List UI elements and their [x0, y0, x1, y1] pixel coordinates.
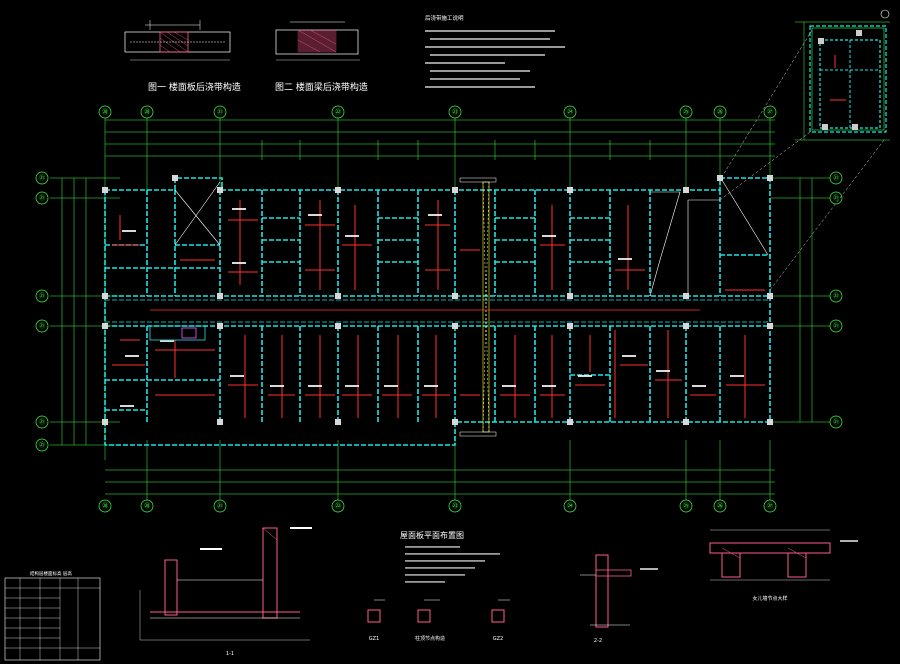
- detail-topright: [719, 9, 890, 291]
- axis-bottom-0: ⑳: [102, 502, 108, 510]
- detail-fig2: 图二 楼面梁后浇带构造: [275, 21, 368, 93]
- axis-left-1: ㉑: [39, 194, 45, 202]
- notes-top: 后浇带施工说明: [425, 14, 565, 88]
- axis-top-0: ⑳: [102, 108, 108, 116]
- axis-left-4: ㉑: [39, 418, 45, 426]
- post-pour-strip: [459, 177, 497, 437]
- detail-caption: 柱顶节点构造: [415, 635, 445, 642]
- axis-left-2: ㉑: [39, 292, 45, 300]
- beam-detail-caption: 女儿墙节点大样: [752, 595, 787, 602]
- floor-plan: ⑳ ⑳ ㉑ ㉒ ㉓ ㉔ ㉕ ㉖ ㉗ ㉑: [35, 105, 843, 513]
- axis-right-0: ㉑: [833, 174, 839, 182]
- axis-left-5: ㉑: [39, 441, 45, 449]
- section-2-label: 2-2: [594, 638, 602, 644]
- beam-detail: 女儿墙节点大样: [709, 529, 858, 602]
- axis-top-6: ㉕: [683, 108, 689, 116]
- gz1-label: GZ1: [369, 636, 379, 642]
- axis-bottom-8: ㉗: [767, 502, 773, 510]
- section-1-label: 1-1: [226, 651, 234, 657]
- axis-bottom-5: ㉔: [567, 502, 573, 510]
- axis-top-7: ㉖: [717, 108, 723, 116]
- fig1-caption: 图一 楼面板后浇带构造: [148, 81, 241, 93]
- axis-top-8: ㉗: [767, 108, 773, 116]
- axis-bottom-3: ㉒: [335, 502, 341, 510]
- detail-fig1: 图一 楼面板后浇带构造: [124, 20, 241, 93]
- axis-bottom-2: ㉑: [217, 502, 223, 510]
- axis-right-2: ㉑: [833, 292, 839, 300]
- axis-left-0: ㉑: [39, 174, 45, 182]
- axis-bottom-1: ⑳: [144, 502, 150, 510]
- axis-right-3: ㉑: [833, 322, 839, 330]
- axis-left-3: ㉑: [39, 322, 45, 330]
- axis-top-5: ㉔: [567, 108, 573, 116]
- axis-bottom-4: ㉓: [452, 502, 458, 510]
- axis-top-3: ㉒: [335, 108, 341, 116]
- axis-right-1: ㉑: [833, 194, 839, 202]
- gz2-label: GZ2: [493, 636, 503, 642]
- notes-heading: 后浇带施工说明: [425, 14, 464, 22]
- table-header: 结构层楼面标高 层高: [30, 570, 72, 577]
- axis-right-4: ㉑: [833, 418, 839, 426]
- notes-bottom-title: 屋面板平面布置图: [400, 530, 464, 540]
- fig2-caption: 图二 楼面梁后浇带构造: [275, 81, 368, 93]
- notes-bottom: 屋面板平面布置图: [400, 530, 500, 583]
- level-table: 结构层楼面标高 层高: [4, 570, 101, 661]
- gz-details: GZ1 柱顶节点构造 GZ2: [367, 599, 510, 642]
- axis-top-1: ⑳: [144, 108, 150, 116]
- section-1-1: 1-1: [139, 527, 312, 657]
- axis-bottom-6: ㉕: [683, 502, 689, 510]
- section-2-2: 2-2: [580, 554, 658, 644]
- axis-top-2: ㉑: [217, 108, 223, 116]
- axis-top-4: ㉓: [452, 108, 458, 116]
- axis-bottom-7: ㉖: [717, 502, 723, 510]
